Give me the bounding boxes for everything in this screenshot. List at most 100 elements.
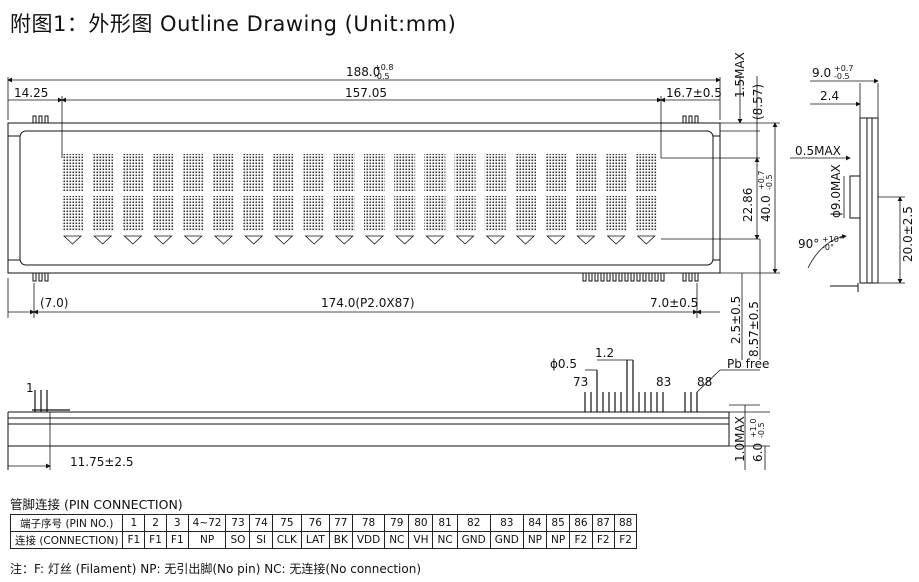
pin-section-title: 管脚连接 (PIN CONNECTION) <box>10 497 183 512</box>
char-cell <box>273 154 295 245</box>
bottom-dim-labels: ϕ0.5 1.2 73 83 88 Pb free 1 11.75±2.5 1.… <box>26 346 769 469</box>
char-cell <box>394 154 416 245</box>
pin-number-cell: 76 <box>300 514 330 532</box>
dim-side-9: 9.0 <box>812 66 831 80</box>
char-cell <box>484 154 506 245</box>
connection-cell: SI <box>249 531 273 549</box>
pin-number-cell: 74 <box>249 514 273 532</box>
char-cell <box>424 154 446 245</box>
pin-number-cell: 3 <box>165 514 189 532</box>
pin-number-cell: 80 <box>408 514 434 532</box>
top-pin-stubs <box>32 115 699 124</box>
char-cell <box>122 154 144 245</box>
dim-bottom-857: 8.57±0.5 <box>747 301 761 357</box>
connection-cell: F2 <box>613 531 638 549</box>
pin-number-cell: 87 <box>591 514 615 532</box>
dim-6: 6.0 <box>751 443 765 462</box>
connection-cell: NP <box>546 531 571 549</box>
pin-number-cell: 1 <box>122 514 146 532</box>
char-cell <box>303 154 325 245</box>
front-dim-labels: 188.0 +0.8 -0.5 14.25 157.05 16.7±0.5 (7… <box>14 52 774 357</box>
bottom-view <box>7 359 770 470</box>
svg-text:-0.5: -0.5 <box>834 72 850 81</box>
pin-number-cell: 88 <box>613 514 638 532</box>
glass-inner <box>19 130 714 266</box>
front-view <box>7 115 721 282</box>
connection-cell: CLK <box>271 531 302 549</box>
dim-pin-span: 174.0(P2.0X87) <box>321 296 415 310</box>
connection-cell: F1 <box>165 531 189 549</box>
connection-header: 连接 (CONNECTION) <box>9 531 124 549</box>
right-pins <box>584 360 698 412</box>
connection-cell: GND <box>456 531 491 549</box>
pin-number-cell: 85 <box>546 514 571 532</box>
dim-side-phi9: ϕ9.0MAX <box>829 164 843 218</box>
svg-text:-0.5: -0.5 <box>765 174 774 190</box>
side-dim-labels: 9.0 +0.7 -0.5 2.4 0.5MAX ϕ9.0MAX 20.0±2.… <box>795 64 915 262</box>
dim-height-2286: 22.86 <box>741 188 755 222</box>
char-cell <box>575 154 597 245</box>
legend-note: 注：F: 灯丝 (Filament) NP: 无引出脚(No pin) NC: … <box>10 562 422 576</box>
connection-cell: NC <box>384 531 410 549</box>
dim-side-24: 2.4 <box>820 89 839 103</box>
char-cell <box>333 154 355 245</box>
pin-number-cell: 83 <box>489 514 524 532</box>
char-cell <box>545 154 567 245</box>
connection-cell: NC <box>432 531 458 549</box>
dim-top-857: (8.57) <box>751 84 765 120</box>
char-cell <box>213 154 234 245</box>
dim-phi05: ϕ0.5 <box>550 357 577 371</box>
char-cell <box>243 154 265 245</box>
dim-1175: 11.75±2.5 <box>70 455 134 469</box>
svg-text:+10°: +10° <box>822 235 843 244</box>
connection-cell: BK <box>328 531 353 549</box>
char-cell <box>152 154 174 245</box>
dim-pin-left: (7.0) <box>40 296 68 310</box>
connection-cell: F2 <box>591 531 615 549</box>
pin-number-cell: 78 <box>351 514 386 532</box>
dim-side-angle: 90° <box>798 237 819 251</box>
svg-text:-0°: -0° <box>822 243 834 252</box>
left-pins <box>32 390 70 412</box>
character-cells <box>62 154 657 245</box>
dim-side-05max: 0.5MAX <box>795 144 841 158</box>
char-cell <box>605 154 627 245</box>
connection-cell: VH <box>408 531 434 549</box>
dim-view-width: 157.05 <box>345 86 387 100</box>
char-cell <box>635 154 657 245</box>
pin-number-cell: 73 <box>225 514 251 532</box>
pin-number-cell: 84 <box>522 514 548 532</box>
dim-left-offset: 14.25 <box>14 86 48 100</box>
svg-text:+0.7: +0.7 <box>757 171 766 190</box>
char-cell <box>515 154 536 245</box>
drawing-title: 附图1：外形图 Outline Drawing (Unit:mm) <box>10 12 457 36</box>
svg-text:-0.5: -0.5 <box>374 72 390 81</box>
connection-cell: NP <box>187 531 227 549</box>
front-dimensions <box>7 76 780 360</box>
pin-number-cell: 77 <box>328 514 353 532</box>
dim-bottom-25: 2.5±0.5 <box>729 296 743 344</box>
connection-cell: VDD <box>351 531 386 549</box>
dim-top-max: 1.5MAX <box>733 52 747 98</box>
module-outline <box>7 122 721 274</box>
pin-label-1: 1 <box>26 381 34 395</box>
dim-pitch: 1.2 <box>595 346 614 360</box>
dim-height-40: 40.0 <box>759 195 773 222</box>
svg-text:+0.7: +0.7 <box>834 64 853 73</box>
char-cell <box>182 154 204 245</box>
pin-number-cell: 4~72 <box>187 514 227 532</box>
side-view <box>790 78 905 292</box>
svg-text:+0.8: +0.8 <box>374 63 393 72</box>
dim-pin-right: 7.0±0.5 <box>650 296 698 310</box>
bottom-pin-stubs <box>32 272 699 282</box>
pin-number-cell: 82 <box>456 514 491 532</box>
connection-cell: LAT <box>300 531 330 549</box>
pin-number-cell: 75 <box>271 514 302 532</box>
dim-1max: 1.0MAX <box>733 416 747 462</box>
dim-overall-width: 188.0 <box>346 65 380 79</box>
connection-cell: F1 <box>144 531 167 549</box>
connection-cell: F1 <box>122 531 146 549</box>
pin-number-cell: 86 <box>569 514 593 532</box>
